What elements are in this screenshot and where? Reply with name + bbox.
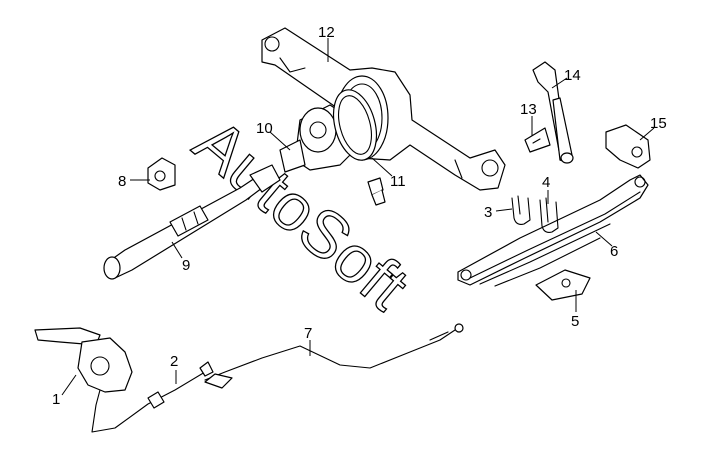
- callout-14: 14: [564, 67, 581, 84]
- part-15-spring-hanger[interactable]: [605, 124, 651, 169]
- callout-10: 10: [256, 120, 273, 137]
- part-6-leaf-spring[interactable]: [457, 174, 649, 287]
- callout-8: 8: [118, 173, 126, 190]
- callout-labels: 1 2 3 4 5 6 7 8 9 10 11 12 13 14 15: [52, 24, 667, 408]
- part-4-u-bolt[interactable]: [539, 197, 559, 233]
- callout-3: 3: [484, 204, 492, 221]
- part-3-u-bolt[interactable]: [511, 195, 531, 225]
- callout-2: 2: [170, 353, 178, 370]
- part-5-spring-plate[interactable]: [535, 269, 591, 301]
- callout-1: 1: [52, 391, 60, 408]
- part-8-mount[interactable]: [147, 157, 176, 191]
- callout-4: 4: [542, 174, 550, 191]
- callout-11: 11: [390, 173, 406, 190]
- callout-6: 6: [610, 243, 618, 260]
- part-2-cable[interactable]: [91, 361, 214, 433]
- callout-5: 5: [571, 313, 579, 330]
- part-9-propeller-shaft[interactable]: [103, 164, 281, 280]
- callout-12: 12: [318, 24, 335, 41]
- part-1-brake-lever[interactable]: [34, 327, 133, 406]
- callout-7: 7: [304, 325, 312, 342]
- part-13-bracket[interactable]: [524, 127, 551, 153]
- part-14-shock-absorber[interactable]: [532, 61, 574, 164]
- callout-15: 15: [650, 115, 667, 132]
- callout-13: 13: [520, 101, 537, 118]
- callout-9: 9: [182, 257, 190, 274]
- part-11-gasket[interactable]: [326, 85, 383, 165]
- part-breather-fitting[interactable]: [367, 177, 386, 206]
- part-7-cable[interactable]: [204, 323, 464, 389]
- leader-lines: [61, 38, 655, 396]
